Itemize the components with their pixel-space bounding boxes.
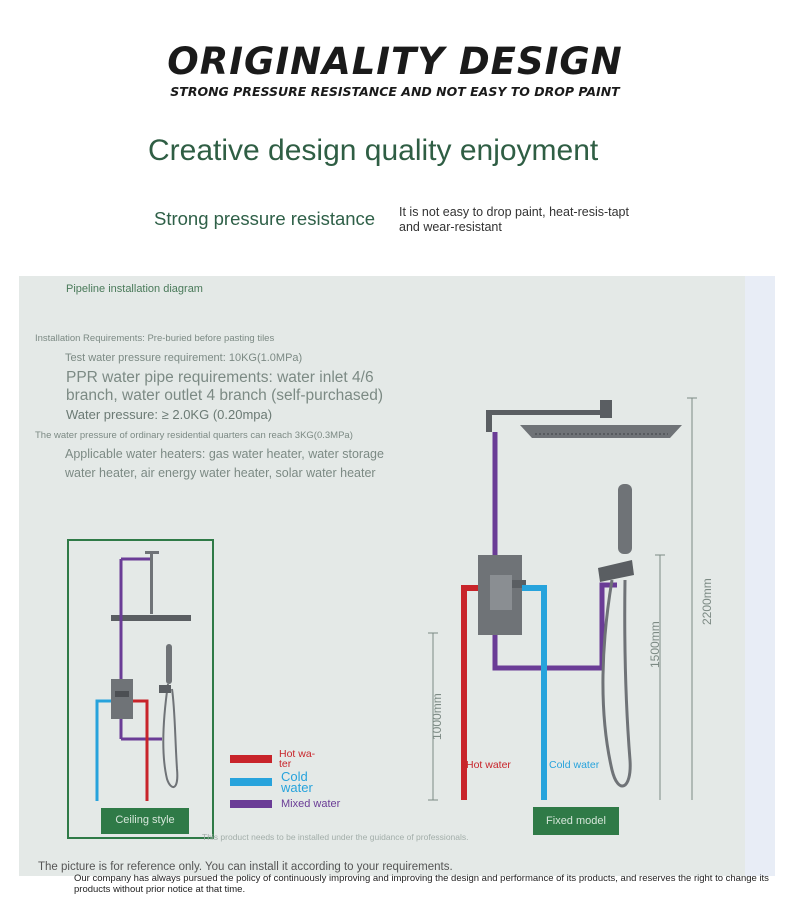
fixed-model-label: Fixed model bbox=[533, 807, 619, 835]
water-pressure: Water pressure: ≥ 2.0KG (0.20mpa) bbox=[66, 407, 273, 422]
hot-water-label: Hot water bbox=[466, 759, 511, 771]
diagram-title: Pipeline installation diagram bbox=[66, 283, 203, 295]
ceiling-style-illustration bbox=[95, 551, 191, 801]
diagram-panel bbox=[19, 276, 775, 876]
reference-note: The picture is for reference only. You c… bbox=[38, 861, 453, 873]
heaters-line-2: water heater, air energy water heater, s… bbox=[65, 466, 376, 480]
dim-1500mm: 1500mm bbox=[648, 621, 662, 668]
diagram-panel-edge bbox=[745, 276, 775, 876]
professional-note: This product needs to be installed under… bbox=[202, 832, 469, 842]
legend-hot-line2: ter bbox=[279, 758, 292, 770]
heaters-line-1: Applicable water heaters: gas water heat… bbox=[65, 447, 384, 461]
legend-hot-swatch bbox=[230, 755, 272, 763]
legend-mixed-label: Mixed water bbox=[281, 798, 341, 810]
residential-note: The water pressure of ordinary residenti… bbox=[35, 430, 353, 441]
legend-hot-label: Hot wa- ter bbox=[279, 748, 316, 770]
install-requirement: Installation Requirements: Pre-buried be… bbox=[35, 333, 275, 344]
page-title: ORIGINALITY DESIGN bbox=[167, 40, 623, 83]
dim-1000mm: 1000mm bbox=[430, 693, 444, 740]
ppr-line-2: branch, water outlet 4 branch (self-purc… bbox=[66, 387, 384, 404]
ppr-line-1: PPR water pipe requirements: water inlet… bbox=[66, 369, 374, 386]
legend-hot-line1: Hot wa- bbox=[279, 748, 316, 760]
legend-cold-line1: Cold bbox=[281, 769, 308, 784]
creative-headline: Creative design quality enjoyment bbox=[148, 134, 599, 167]
fixed-model-illustration bbox=[428, 397, 697, 801]
dim-2200mm: 2200mm bbox=[700, 578, 714, 625]
ceiling-style-label: Ceiling style bbox=[101, 808, 189, 834]
feature-description: It is not easy to drop paint, heat-resis… bbox=[399, 205, 629, 234]
legend-cold-swatch bbox=[230, 778, 272, 786]
company-disclaimer: Our company has always pursued the polic… bbox=[74, 873, 769, 895]
ceiling-style-box bbox=[67, 539, 214, 839]
feature-title: Strong pressure resistance bbox=[154, 208, 376, 229]
test-pressure: Test water pressure requirement: 10KG(1.… bbox=[65, 352, 303, 364]
legend-cold-line2: water bbox=[281, 780, 313, 795]
legend-cold-label: Cold water bbox=[281, 769, 313, 795]
legend-mixed-swatch bbox=[230, 800, 272, 808]
cold-water-label: Cold water bbox=[549, 759, 600, 771]
page-subtitle: STRONG PRESSURE RESISTANCE AND NOT EASY … bbox=[170, 84, 620, 99]
